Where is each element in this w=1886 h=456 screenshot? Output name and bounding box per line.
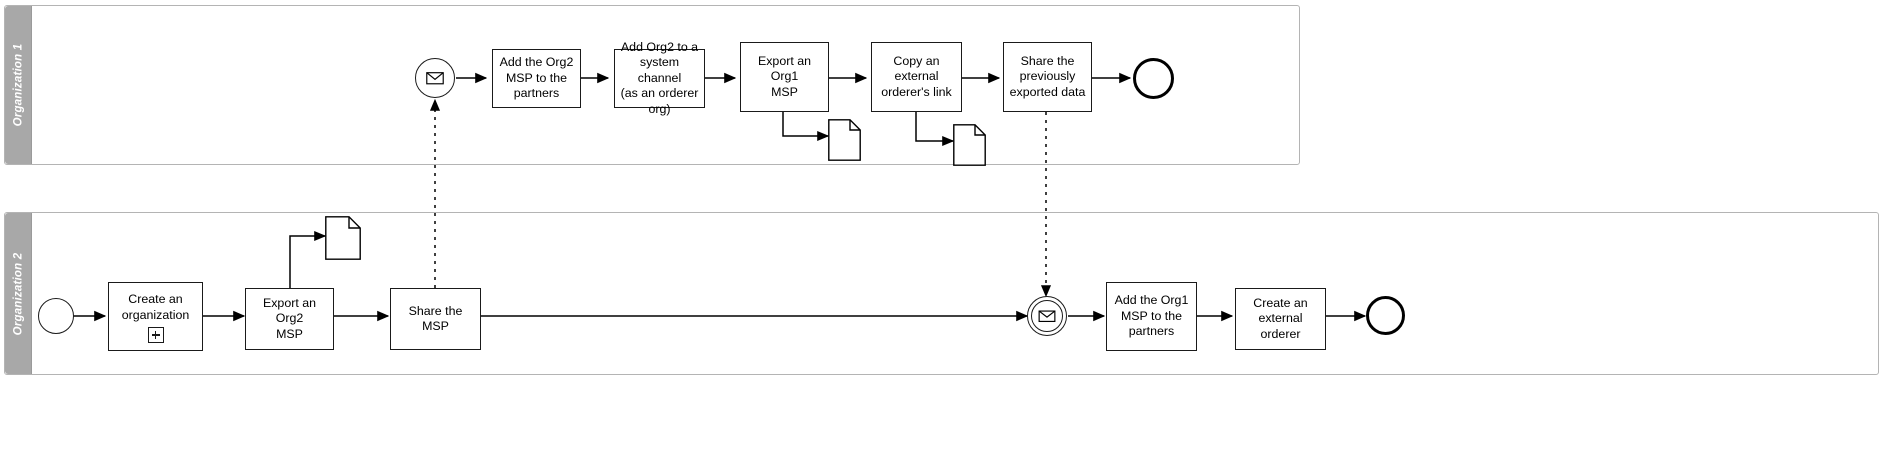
data-object-org1-msp[interactable] bbox=[828, 119, 861, 161]
org2-start-event[interactable] bbox=[38, 298, 74, 334]
pool-header-organization-1: Organization 1 bbox=[5, 6, 32, 164]
org1-end-event[interactable] bbox=[1133, 58, 1174, 99]
task-share-the-msp[interactable]: Share the MSP bbox=[390, 288, 481, 350]
task-add-org2-to-system-channel[interactable]: Add Org2 to a system channel (as an orde… bbox=[614, 40, 705, 116]
task-add-org2-msp-to-partners[interactable]: Add the Org2 MSP to the partners bbox=[492, 49, 581, 108]
pool-label-organization-2: Organization 2 bbox=[12, 252, 25, 335]
org1-message-start-event[interactable] bbox=[415, 58, 455, 98]
task-copy-external-orderer-link[interactable]: Copy an external orderer's link bbox=[871, 42, 962, 112]
data-object-orderer-link[interactable] bbox=[953, 124, 986, 166]
task-create-external-orderer[interactable]: Create an external orderer bbox=[1235, 288, 1326, 350]
subprocess-plus-icon bbox=[147, 327, 164, 343]
pool-label-organization-1: Organization 1 bbox=[12, 43, 25, 127]
envelope-icon bbox=[1038, 310, 1056, 322]
org2-intermediate-message-catch-event[interactable] bbox=[1027, 296, 1067, 336]
pool-header-organization-2: Organization 2 bbox=[5, 213, 32, 374]
task-create-an-organization-label: Create an organization bbox=[121, 292, 190, 322]
task-export-org2-msp[interactable]: Export an Org2 MSP bbox=[245, 288, 334, 350]
task-share-previously-exported-data[interactable]: Share the previously exported data bbox=[1003, 42, 1092, 112]
data-object-org2-msp[interactable] bbox=[325, 216, 361, 260]
task-add-org1-msp-to-partners[interactable]: Add the Org1 MSP to the partners bbox=[1106, 282, 1197, 351]
intermediate-inner-ring bbox=[1031, 300, 1063, 332]
org2-end-event[interactable] bbox=[1366, 296, 1405, 335]
envelope-icon bbox=[426, 71, 444, 85]
task-export-org1-msp[interactable]: Export an Org1 MSP bbox=[740, 42, 829, 112]
task-create-an-organization[interactable]: Create an organization bbox=[108, 282, 203, 351]
